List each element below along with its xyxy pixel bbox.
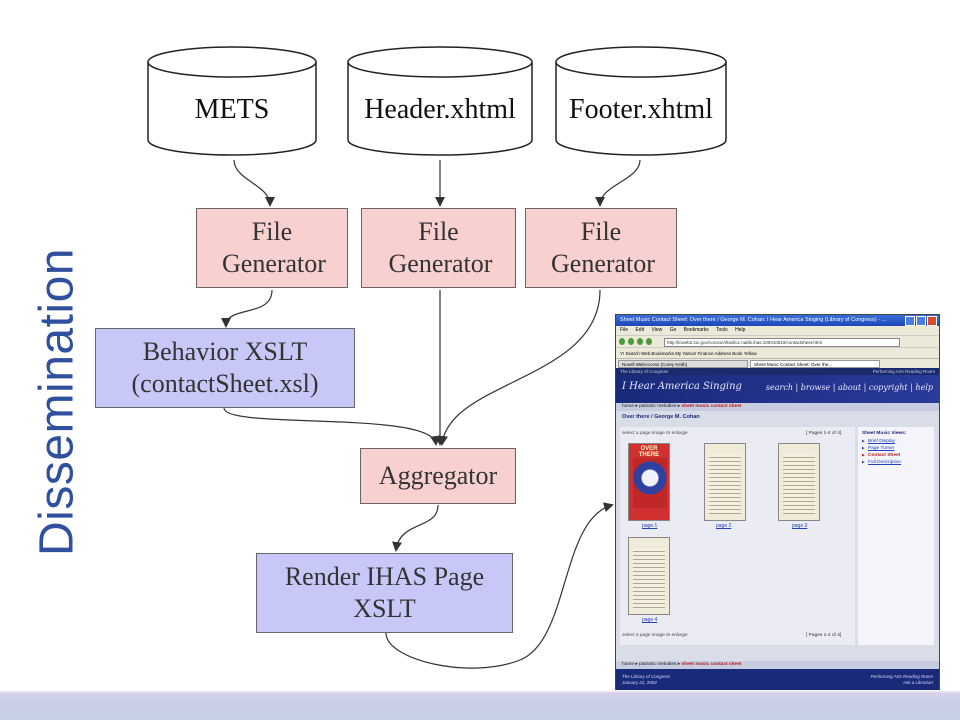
footer-right-2: Ask a Librarian bbox=[902, 680, 933, 685]
page-title: Over there / George M. Cohan bbox=[622, 414, 700, 420]
select-hint-bottom: select a page image to enlarge bbox=[622, 633, 688, 638]
file-generator-1-label: File Generator bbox=[222, 216, 326, 279]
pages-indicator: [ Pages 1-4 of 4] bbox=[806, 431, 842, 436]
file-generator-1: File Generator bbox=[196, 208, 348, 288]
db-mets-label: METS bbox=[194, 94, 270, 125]
page-3-link: page 3 bbox=[792, 523, 808, 529]
file-generator-3-label: File Generator bbox=[551, 216, 655, 279]
breadcrumb-bottom-home: home bbox=[622, 662, 634, 667]
menu-edit: Edit bbox=[635, 327, 645, 333]
thumbnail-page-1: OVER THERE bbox=[628, 443, 670, 521]
arrow-footer-to-gen bbox=[595, 159, 641, 207]
browser-screenshot: Sheet Music Contact Sheet: Over there / … bbox=[615, 314, 940, 708]
maximize-icon bbox=[916, 316, 926, 326]
close-icon bbox=[927, 316, 937, 326]
behavior-xslt-line2: (contactSheet.xsl) bbox=[131, 369, 319, 398]
footer-right-1: Performing Arts Reading Room bbox=[870, 674, 933, 679]
home-icon bbox=[646, 338, 652, 345]
browser-tab-bar: Novell WebAccess (Corey Keith) Sheet Mus… bbox=[616, 358, 939, 369]
page-1-link: page 1 bbox=[642, 523, 658, 529]
file-generator-3: File Generator bbox=[525, 208, 677, 288]
view-contact-sheet: Contact Sheet bbox=[858, 452, 934, 459]
arrow-gen1-to-behavior bbox=[221, 289, 273, 328]
footer-right: Performing Arts Reading Room Ask a Libra… bbox=[871, 674, 933, 686]
arrow-gen3-to-aggregator bbox=[438, 289, 601, 446]
bookmarks-bar: Y! Search Web Bookmarks My Yahoo! Financ… bbox=[616, 347, 939, 358]
arrow-behavior-to-aggregator bbox=[223, 407, 440, 446]
page-2-link: page 2 bbox=[716, 523, 732, 529]
footer-left-1: The Library of Congress bbox=[622, 674, 671, 679]
view-page-turner: Page Turner bbox=[858, 445, 934, 452]
breadcrumb-current: sheet music contact sheet bbox=[681, 404, 742, 409]
arrow-render-to-screenshot bbox=[385, 502, 614, 669]
site-top-left: The Library of Congress bbox=[620, 369, 669, 374]
aggregator-label: Aggregator bbox=[378, 460, 498, 490]
reload-icon bbox=[637, 338, 643, 345]
thumbnail-page-2 bbox=[704, 443, 746, 521]
back-icon bbox=[619, 338, 625, 345]
db-footer-cylinder bbox=[555, 46, 727, 156]
render-xslt-box: Render IHAS Page XSLT bbox=[256, 553, 513, 633]
menu-file: File bbox=[620, 327, 629, 333]
menu-tools: Tools bbox=[716, 327, 728, 333]
tab-contact-sheet: Sheet Music Contact Sheet: Over the... bbox=[750, 360, 880, 368]
menu-help: Help bbox=[735, 327, 746, 333]
window-controls bbox=[905, 316, 937, 326]
thumbnail-page-4 bbox=[628, 537, 670, 615]
footer-left: The Library of Congress January 22, 2004 bbox=[622, 674, 670, 686]
page-4-link: page 4 bbox=[642, 617, 658, 623]
db-header-label: Header.xhtml bbox=[364, 94, 516, 125]
slide-bottom-bar bbox=[0, 690, 960, 720]
breadcrumb-bottom-current: sheet music contact sheet bbox=[681, 662, 742, 667]
url-field: http://lcweb2.loc.gov/cocoon/ihas/loc.na… bbox=[664, 338, 900, 347]
site-top-right: Performing Arts Reading Room bbox=[872, 369, 935, 374]
site-nav: search | browse | about | copyright | he… bbox=[765, 383, 933, 392]
menu-view: View bbox=[651, 327, 663, 333]
db-mets-cylinder bbox=[147, 46, 317, 156]
db-footer-label: Footer.xhtml bbox=[569, 94, 713, 125]
behavior-xslt-line1: Behavior XSLT bbox=[142, 336, 308, 366]
thumbnail-page-3 bbox=[778, 443, 820, 521]
site-banner: I Hear America Singing search | browse |… bbox=[616, 375, 939, 403]
cover-title: OVER THERE bbox=[638, 446, 660, 458]
select-hint: select a page image to enlarge bbox=[622, 431, 688, 436]
view-full-description: Full Description bbox=[858, 459, 934, 466]
forward-icon bbox=[628, 338, 634, 345]
render-xslt-line2: XSLT bbox=[353, 594, 416, 623]
browser-title-bar: Sheet Music Contact Sheet: Over there / … bbox=[616, 315, 939, 326]
arrow-mets-to-gen bbox=[233, 159, 275, 207]
browser-nav-bar: http://lcweb2.loc.gov/cocoon/ihas/loc.na… bbox=[616, 335, 939, 348]
browser-menu-bar: File Edit View Go Bookmarks Tools Help bbox=[616, 326, 939, 335]
render-xslt-line1: Render IHAS Page bbox=[284, 561, 485, 591]
aggregator-box: Aggregator bbox=[360, 448, 516, 504]
pages-indicator-bottom: [ Pages 1-4 of 4] bbox=[806, 633, 842, 638]
view-brief-display: Brief Display bbox=[858, 438, 934, 445]
menu-go: Go bbox=[669, 327, 677, 333]
views-sidebar: Sheet Music Views: Brief Display Page Tu… bbox=[858, 427, 934, 645]
footer-left-2: January 22, 2004 bbox=[622, 680, 657, 685]
file-generator-2: File Generator bbox=[361, 208, 516, 288]
breadcrumb-melodies: patriotic melodies bbox=[639, 404, 677, 409]
arrow-aggregator-to-render bbox=[392, 504, 439, 552]
breadcrumb-home: home bbox=[622, 404, 634, 409]
tab-webaccess: Novell WebAccess (Corey Keith) bbox=[618, 360, 748, 368]
views-header: Sheet Music Views: bbox=[862, 431, 907, 436]
behavior-xslt-box: Behavior XSLT (contactSheet.xsl) bbox=[95, 328, 355, 408]
breadcrumb-bottom: home ▸ patriotic melodies ▸ sheet music … bbox=[616, 661, 939, 669]
menu-bookmarks: Bookmarks bbox=[683, 327, 709, 333]
site-top-strip: The Library of Congress Performing Arts … bbox=[616, 368, 939, 375]
breadcrumb-bottom-melodies: patriotic melodies bbox=[639, 662, 677, 667]
file-generator-2-label: File Generator bbox=[388, 216, 493, 279]
site-logo: I Hear America Singing bbox=[622, 381, 742, 392]
browser-window-title: Sheet Music Contact Sheet: Over there / … bbox=[620, 317, 886, 323]
breadcrumb: home ▸ patriotic melodies ▸ sheet music … bbox=[616, 403, 939, 411]
minimize-icon bbox=[905, 316, 915, 326]
cover-art bbox=[633, 458, 667, 508]
db-header-cylinder bbox=[347, 46, 533, 156]
nav-buttons bbox=[619, 338, 652, 345]
